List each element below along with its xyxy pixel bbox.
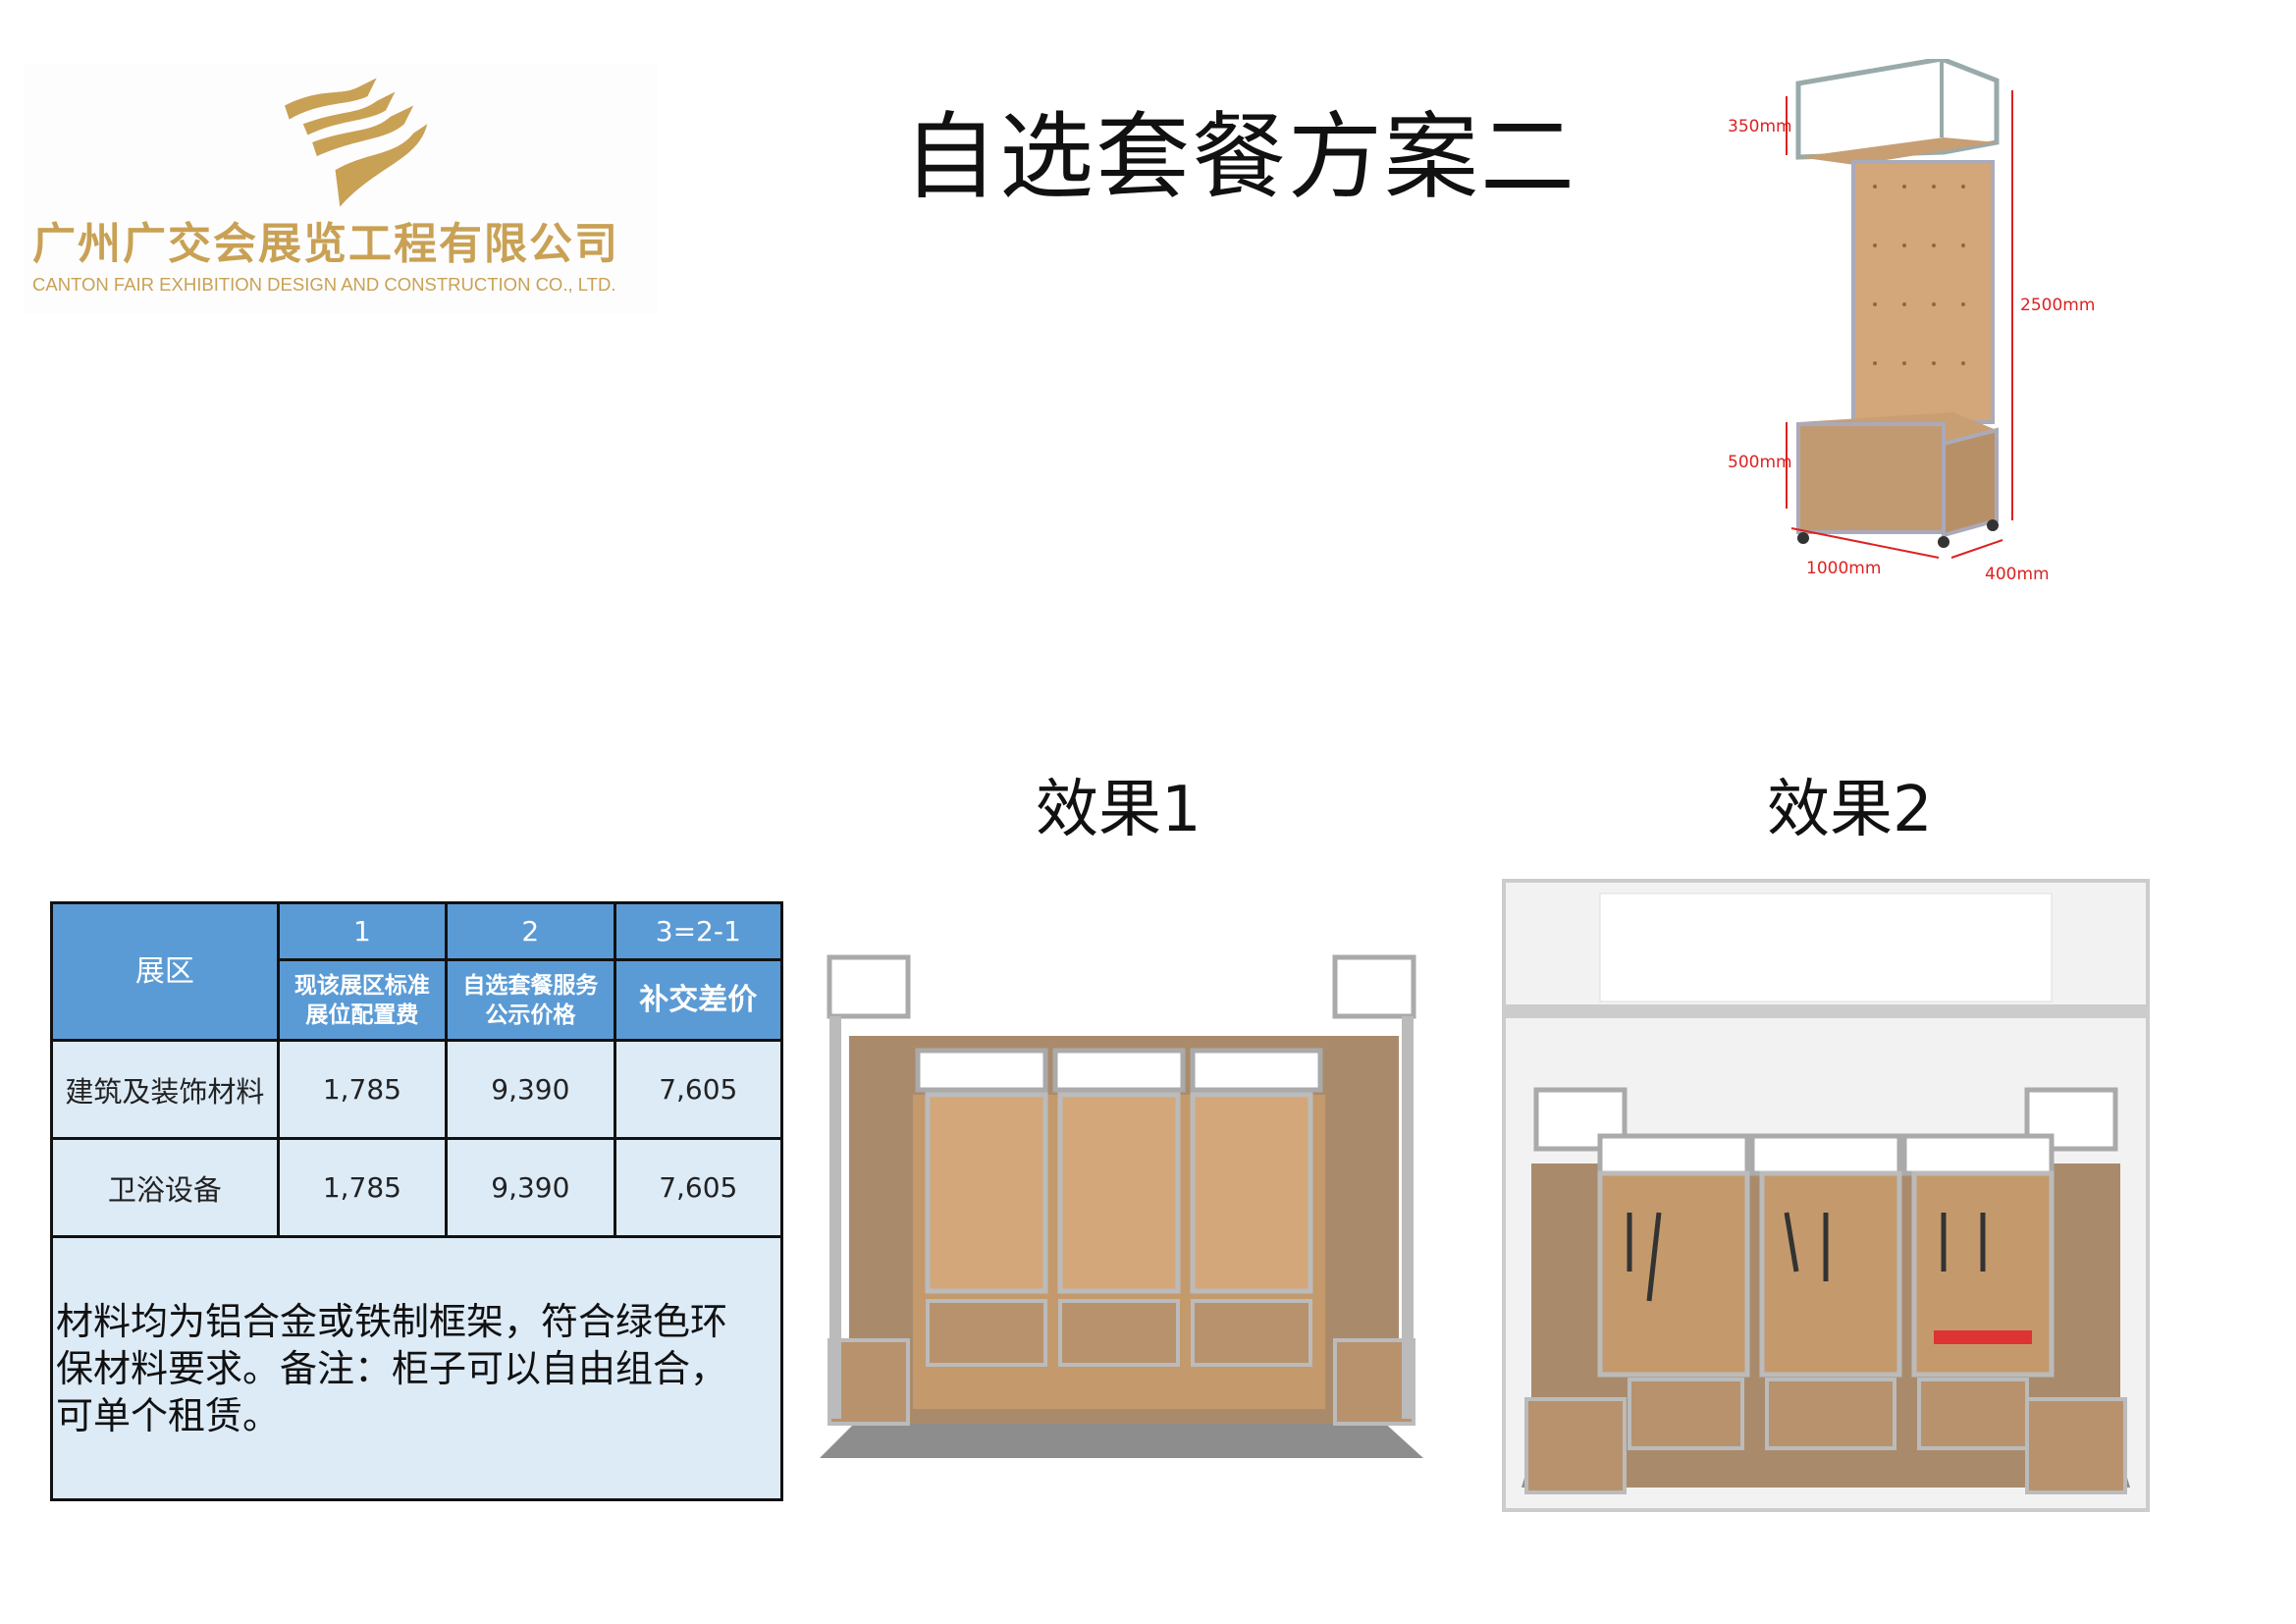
row-standard-fee: 1,785 (276, 1137, 449, 1238)
col2-number: 2 (445, 901, 616, 961)
col2-label: 自选套餐服务公示价格 (445, 958, 616, 1042)
row-difference: 7,605 (613, 1137, 784, 1238)
area-header: 展区 (50, 901, 280, 1042)
dim-width: 1000mm (1806, 559, 1881, 578)
dim-total-height: 2500mm (2020, 296, 2095, 315)
row-difference: 7,605 (613, 1039, 784, 1140)
row-area: 卫浴设备 (50, 1137, 280, 1238)
price-table: 展区 1 2 3=2-1 现该展区标准展位配置费 自选套餐服务公示价格 补交差价… (50, 901, 784, 1501)
col1-number: 1 (276, 901, 449, 961)
dim-depth: 400mm (1985, 565, 2050, 584)
dim-top-height: 350mm (1728, 117, 1792, 136)
col1-label-line1: 现该展区标准 (294, 972, 430, 999)
table-row: 建筑及装饰材料 1,785 9,390 7,605 (50, 1039, 784, 1140)
table-row: 卫浴设备 1,785 9,390 7,605 (50, 1137, 784, 1238)
col2-label-line1: 自选套餐服务 (462, 972, 599, 999)
row-package-price: 9,390 (445, 1137, 616, 1238)
company-logo: 广州广交会展览工程有限公司 CANTON FAIR EXHIBITION DES… (25, 64, 658, 314)
logo-company-cn: 广州广交会展览工程有限公司 (32, 219, 619, 269)
dim-base-height: 500mm (1728, 453, 1792, 472)
col1-label-line2: 展位配置费 (305, 1001, 419, 1028)
effect1-label: 效果1 (1036, 774, 1201, 846)
effect2-label: 效果2 (1767, 774, 1933, 846)
col3-number: 3=2-1 (613, 901, 784, 961)
row-area: 建筑及装饰材料 (50, 1039, 280, 1140)
logo-wave-icon (285, 78, 428, 207)
col2-label-line2: 公示价格 (485, 1001, 576, 1028)
col3-label: 补交差价 (613, 958, 784, 1042)
logo-company-en: CANTON FAIR EXHIBITION DESIGN AND CONSTR… (32, 274, 616, 295)
effect1-render (820, 954, 1423, 1458)
cabinet-dimension-diagram: 350mm 2500mm 500mm 1000mm 400mm (1728, 59, 2095, 584)
table-note: 材料均为铝合金或铁制框架，符合绿色环保材料要求。备注：柜子可以自由组合，可单个租… (50, 1235, 783, 1501)
col1-label: 现该展区标准展位配置费 (276, 958, 449, 1042)
row-standard-fee: 1,785 (276, 1039, 449, 1140)
row-package-price: 9,390 (445, 1039, 616, 1140)
page-title: 自选套餐方案二 (903, 102, 1576, 212)
pegboard (1851, 160, 1995, 424)
effect2-render (1502, 879, 2150, 1512)
